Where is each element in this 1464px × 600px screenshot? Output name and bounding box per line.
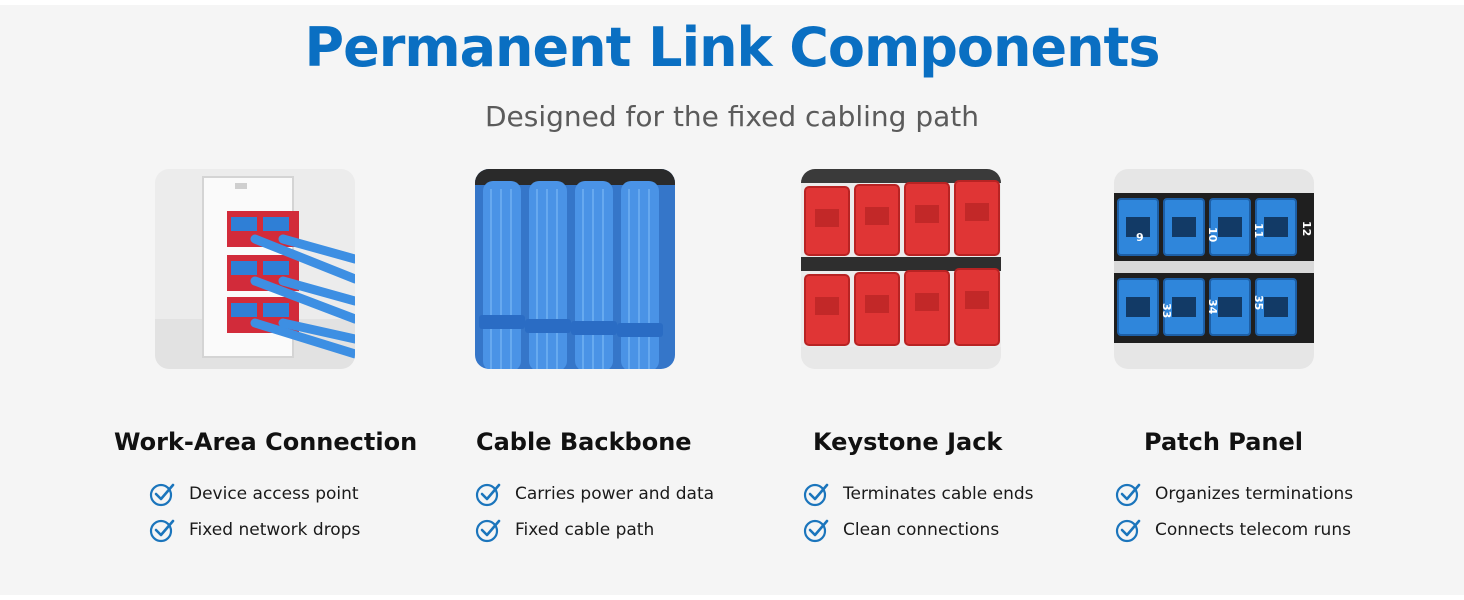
page-subtitle: Designed for the fixed cabling path (484, 100, 980, 133)
keystone-jack-photo (801, 169, 1001, 369)
cable-bundle-photo (475, 169, 675, 369)
card-keystone-jack: Keystone Jack Terminates cable ends Clea… (732, 5, 1098, 595)
card-title: Work-Area Connection (114, 428, 418, 456)
card-patch-panel: Patch Panel Organizes terminations Conne… (1098, 5, 1464, 595)
patch-panel-photo (1114, 169, 1314, 369)
card-work-area-connection: Work-Area Connection Device access point… (0, 5, 417, 595)
card-title: Keystone Jack (813, 428, 1003, 456)
check-circle-icon (803, 481, 829, 507)
content-panel: Permanent Link Components Designed for t… (0, 5, 1464, 595)
feature-label: Device access point (189, 484, 359, 504)
check-circle-icon (1115, 481, 1141, 507)
feature-label: Clean connections (843, 520, 1000, 540)
feature-item: Device access point (149, 481, 359, 507)
feature-label: Fixed cable path (515, 520, 655, 540)
feature-label: Terminates cable ends (843, 484, 1034, 504)
feature-item: Organizes terminations (1115, 481, 1353, 507)
feature-item: Fixed cable path (475, 517, 654, 543)
check-circle-icon (149, 481, 175, 507)
feature-label: Fixed network drops (189, 520, 361, 540)
feature-item: Connects telecom runs (1115, 517, 1351, 543)
wall-plate-photo (155, 169, 355, 369)
card-title: Patch Panel (1144, 428, 1304, 456)
check-circle-icon (803, 517, 829, 543)
check-circle-icon (475, 481, 501, 507)
feature-item: Carries power and data (475, 481, 714, 507)
feature-label: Connects telecom runs (1155, 520, 1351, 540)
feature-item: Fixed network drops (149, 517, 360, 543)
feature-item: Clean connections (803, 517, 999, 543)
check-circle-icon (1115, 517, 1141, 543)
check-circle-icon (475, 517, 501, 543)
feature-item: Terminates cable ends (803, 481, 1034, 507)
card-cable-backbone: Cable Backbone Carries power and data Fi… (366, 5, 732, 595)
check-circle-icon (149, 517, 175, 543)
card-title: Cable Backbone (476, 428, 692, 456)
feature-label: Carries power and data (515, 484, 715, 504)
feature-label: Organizes terminations (1155, 484, 1354, 504)
page-title: Permanent Link Components (304, 16, 1161, 79)
